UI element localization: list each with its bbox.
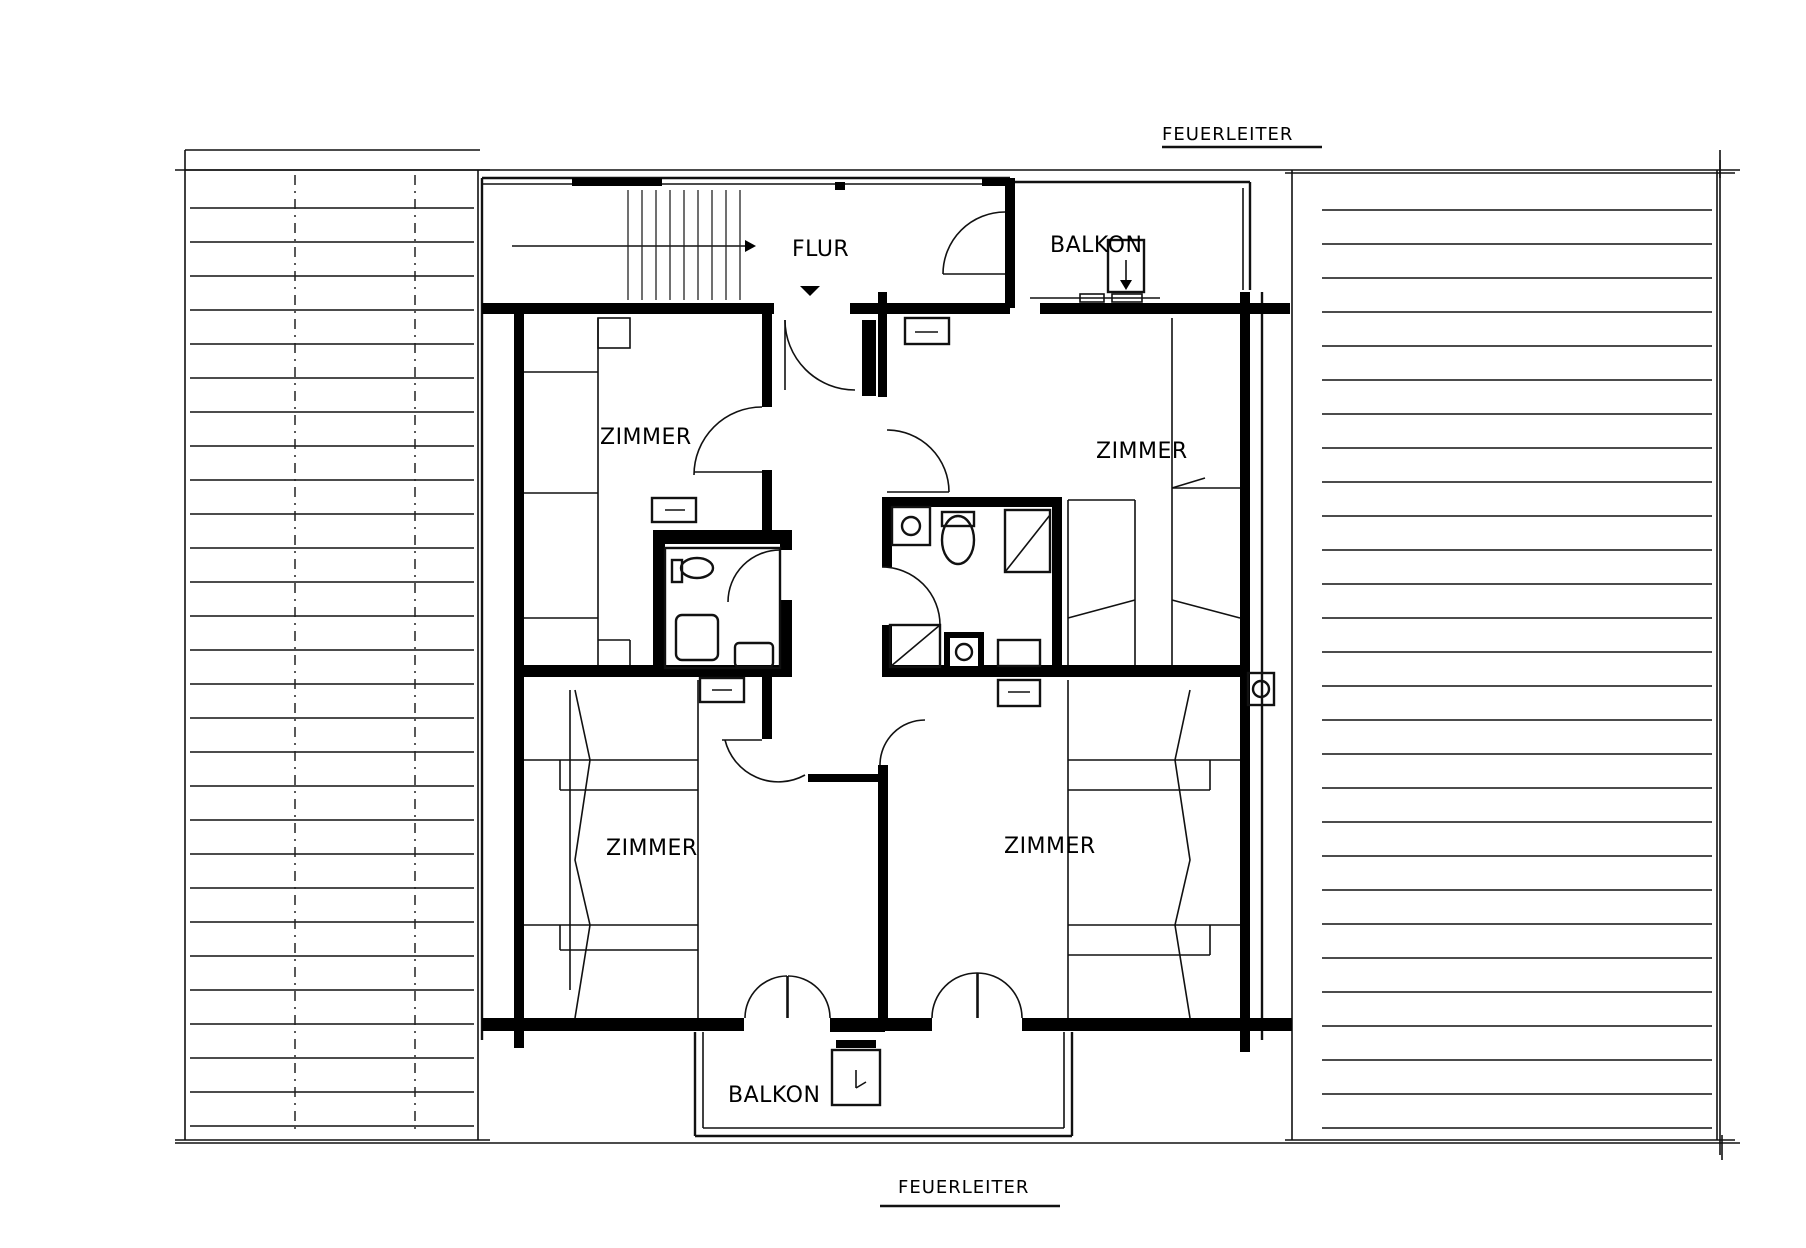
building-outline bbox=[480, 176, 1292, 1052]
fire-ladder-top-label: FEUERLEITER bbox=[1162, 124, 1322, 149]
fire-ladder-top-text: FEUERLEITER bbox=[1162, 124, 1293, 145]
balconies bbox=[693, 238, 1160, 1138]
dimension-lines bbox=[175, 160, 1740, 1160]
left-roof-area bbox=[175, 149, 490, 1141]
stairs bbox=[512, 190, 820, 300]
room-bottom-right-label: ZIMMER bbox=[1004, 834, 1096, 859]
balcony-bottom-label: BALKON bbox=[728, 1083, 820, 1108]
room-top-right-label: ZIMMER bbox=[1096, 439, 1188, 464]
room-bottom-left-label: ZIMMER bbox=[606, 836, 698, 861]
balcony-top-label: BALKON bbox=[1050, 233, 1142, 258]
fire-ladder-bottom-text: FEUERLEITER bbox=[898, 1177, 1029, 1198]
fire-ladder-bottom-label: FEUERLEITER bbox=[880, 1177, 1060, 1208]
right-roof-area bbox=[1285, 150, 1735, 1155]
furniture bbox=[524, 317, 1241, 1019]
room-top-left-label: ZIMMER bbox=[600, 425, 692, 450]
door-swings bbox=[693, 211, 1023, 1019]
hall-label: FLUR bbox=[792, 237, 849, 262]
bathroom-fixtures bbox=[650, 316, 1276, 708]
